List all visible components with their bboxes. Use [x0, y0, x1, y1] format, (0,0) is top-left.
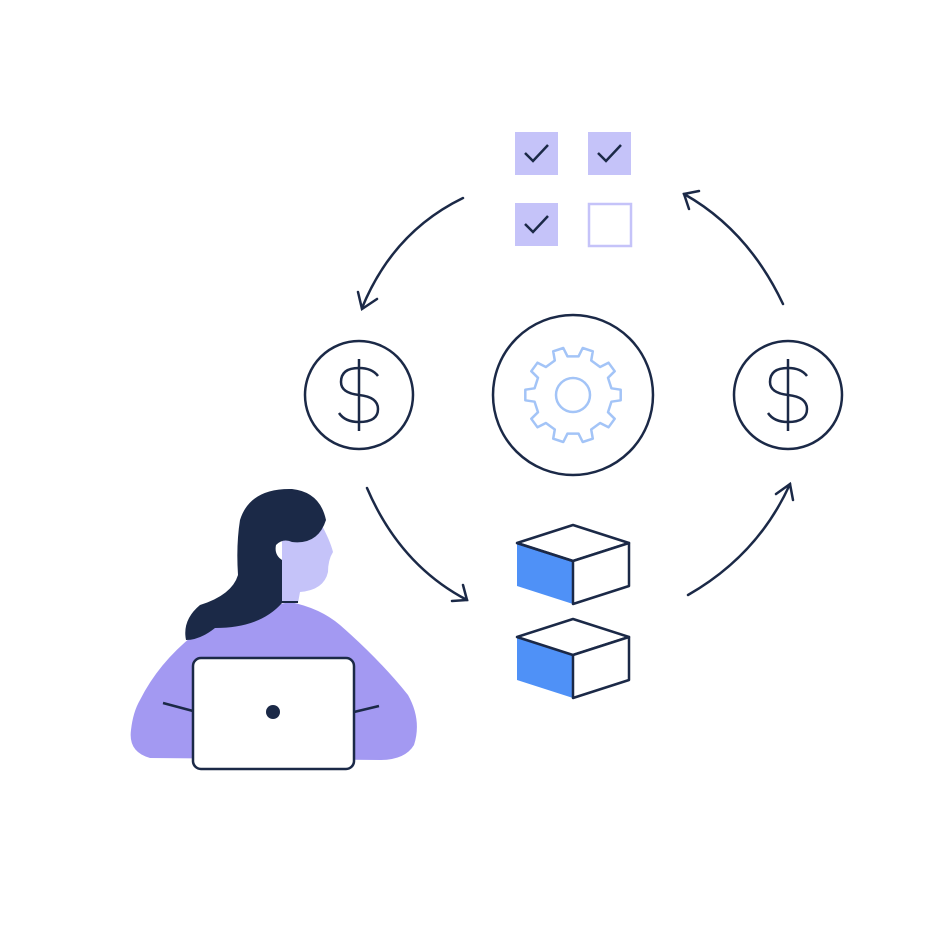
laptop-icon	[191, 656, 356, 771]
gear-icon	[524, 346, 622, 444]
checkbox-checked	[515, 203, 558, 246]
person	[130, 488, 417, 771]
checkbox-checked	[515, 132, 558, 175]
hair	[185, 488, 326, 640]
checkbox-unchecked	[587, 202, 633, 248]
arrow-top-right	[682, 189, 785, 306]
left-arm	[162, 701, 194, 713]
arrow-bottom-right	[686, 481, 795, 597]
checkbox-checked	[588, 132, 631, 175]
gear-circle	[491, 313, 655, 477]
checkmark-icon	[524, 215, 549, 234]
box-icon	[515, 523, 631, 606]
arrow-top-left	[356, 196, 465, 312]
dollar-icon	[303, 339, 415, 451]
checkmark-icon	[524, 144, 549, 163]
arrow-bottom-left	[365, 486, 469, 603]
right-arm	[353, 704, 380, 714]
checklist	[515, 132, 633, 248]
dollar-icon	[732, 339, 844, 451]
checkmark-icon	[597, 144, 622, 163]
box-icon	[515, 617, 631, 700]
